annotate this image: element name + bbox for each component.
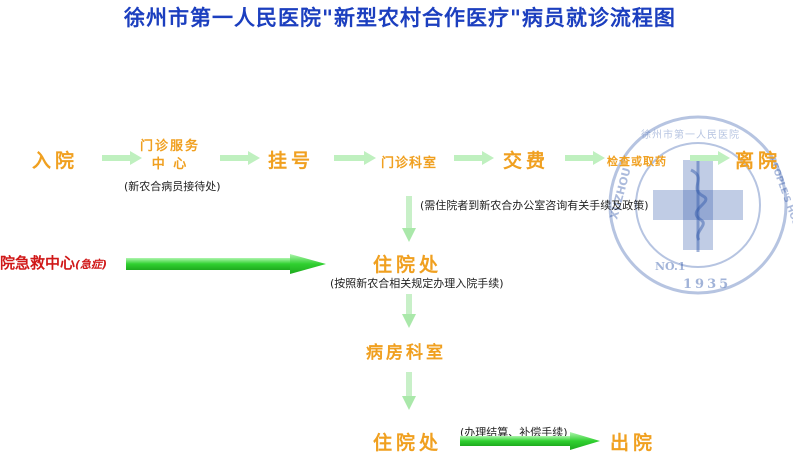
arrow-service-to-registration [220,151,260,165]
arrow-dept-to-inpatient [402,196,416,242]
node-admission: 入院 [32,150,79,172]
node-discharge-office: 住院处 [373,432,443,454]
emergency-sub: (急症) [75,258,108,271]
node-outpatient-service-line1: 门诊服务 [140,139,201,154]
emergency-label: 院急救中心 [0,254,76,272]
logo-year: 1935 [683,277,731,292]
logo-top-chars: 徐州市第一人民医院 [641,128,740,141]
hospital-logo: XUZHOU PEOPLE'S HOSPITAL NO.1 1935 徐州市第一… [607,115,793,295]
arrow-exam-to-leave [690,151,730,165]
note-hospitalize: (需住院者到新农合办公室咨询有关手续及政策) [420,199,649,212]
node-leave: 离院 [735,150,782,172]
node-outpatient-service: 门诊服务 中 心 [140,138,200,174]
node-payment: 交费 [503,150,550,172]
arrow-dept-to-payment [454,151,494,165]
arrow-payment-to-exam [565,151,605,165]
arrow-ward-to-discharge-office [402,372,416,410]
note-settlement: (办理结算、补偿手续) [460,426,568,439]
node-exam-pharmacy: 检查或取药 [607,155,667,168]
arrow-settlement-to-discharge [460,432,600,450]
note-inpatient-office: (按照新农合相关规定办理入院手续) [330,277,504,290]
page-title: 徐州市第一人民医院"新型农村合作医疗"病员就诊流程图 [124,6,676,30]
node-discharge: 出院 [610,432,657,454]
arrow-admission-to-service [102,151,142,165]
node-registration: 挂号 [268,150,315,172]
arrow-emergency-to-inpatient [126,254,326,274]
node-emergency: 院急救中心(急症) [0,252,107,273]
arrow-registration-to-dept [334,151,376,165]
logo-no: NO.1 [655,260,685,273]
node-outpatient-service-line2: 中 心 [151,157,189,172]
node-ward: 病房科室 [366,343,446,363]
node-outpatient-dept: 门诊科室 [381,156,438,171]
note-outpatient-service: (新农合病员接待处) [124,180,221,193]
node-inpatient-office: 住院处 [373,254,443,276]
arrow-inpatient-to-ward [402,294,416,328]
